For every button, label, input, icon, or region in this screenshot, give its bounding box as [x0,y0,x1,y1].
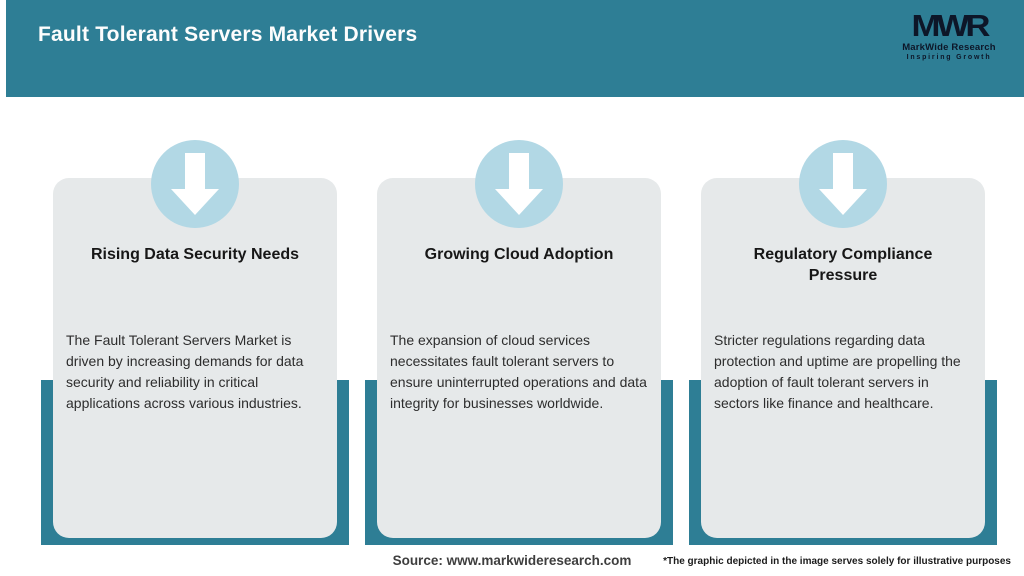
mwr-logo-icon: MWR [911,8,990,43]
card-body: Regulatory Compliance Pressure Stricter … [701,178,985,538]
disclaimer-text: *The graphic depicted in the image serve… [663,556,1011,567]
page-title: Fault Tolerant Servers Market Drivers [38,23,418,46]
card-title: Growing Cloud Adoption [424,246,614,263]
card-title: Regulatory Compliance Pressure [753,246,933,284]
card-description: The expansion of cloud services necessit… [390,332,647,411]
down-arrow-icon [151,140,239,228]
driver-card-3: Regulatory Compliance Pressure Stricter … [689,135,997,545]
logo-tagline: Inspiring Growth [906,54,992,61]
down-arrow-icon [475,140,563,228]
driver-card-2: Growing Cloud Adoption The expansion of … [365,135,673,545]
card-body: Growing Cloud Adoption The expansion of … [377,178,661,538]
source-text: Source: www.markwideresearch.com [392,553,632,568]
driver-card-1: Rising Data Security Needs The Fault Tol… [41,135,349,545]
header-bar: Fault Tolerant Servers Market Drivers MW… [6,0,1024,97]
down-arrow-icon [799,140,887,228]
card-body: Rising Data Security Needs The Fault Tol… [53,178,337,538]
logo-name: MarkWide Research [902,42,996,53]
card-description: The Fault Tolerant Servers Market is dri… [66,332,304,411]
markwide-research-logo: MWR MarkWide Research Inspiring Growth [890,10,1008,61]
card-title: Rising Data Security Needs [90,246,300,263]
card-description: Stricter regulations regarding data prot… [714,332,961,411]
